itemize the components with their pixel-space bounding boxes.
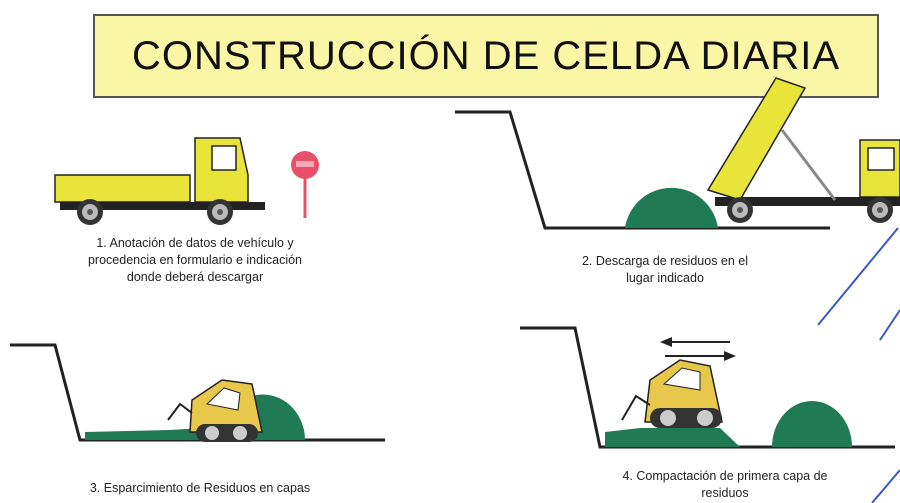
caption-line: 3. Esparcimiento de Residuos en capas bbox=[89, 481, 311, 495]
caption-line: lugar indicado bbox=[626, 271, 704, 285]
pen-marks bbox=[817, 227, 900, 503]
caption-line: 1. Anotación de datos de vehículo y bbox=[96, 236, 294, 250]
title-banner: CONSTRUCCIÓN DE CELDA DIARIA bbox=[93, 14, 879, 98]
caption-line: residuos bbox=[701, 486, 749, 500]
step3-scene bbox=[10, 343, 385, 442]
step4-caption: 4. Compactación de primera capa de resid… bbox=[565, 468, 885, 502]
caption-line: 4. Compactación de primera capa de bbox=[622, 469, 828, 483]
caption-line: donde deberá descargar bbox=[126, 270, 264, 284]
step1-truck bbox=[54, 137, 265, 225]
compactor-machine bbox=[621, 359, 723, 428]
caption-line: procedencia en formulario e indicación bbox=[87, 253, 302, 267]
step2-scene bbox=[455, 77, 900, 230]
back-and-forth-arrows-icon bbox=[660, 337, 736, 361]
bulldozer bbox=[167, 379, 263, 442]
stop-sign-icon bbox=[291, 151, 319, 218]
caption-line: 2. Descarga de residuos en el bbox=[581, 254, 749, 268]
step1-caption: 1. Anotación de datos de vehículo y proc… bbox=[35, 235, 355, 286]
step3-caption: 3. Esparcimiento de Residuos en capas bbox=[45, 480, 355, 497]
step4-scene bbox=[520, 326, 895, 449]
diagram-title: CONSTRUCCIÓN DE CELDA DIARIA bbox=[131, 33, 841, 78]
step2-caption: 2. Descarga de residuos en el lugar indi… bbox=[545, 253, 785, 287]
dump-truck bbox=[706, 77, 900, 223]
